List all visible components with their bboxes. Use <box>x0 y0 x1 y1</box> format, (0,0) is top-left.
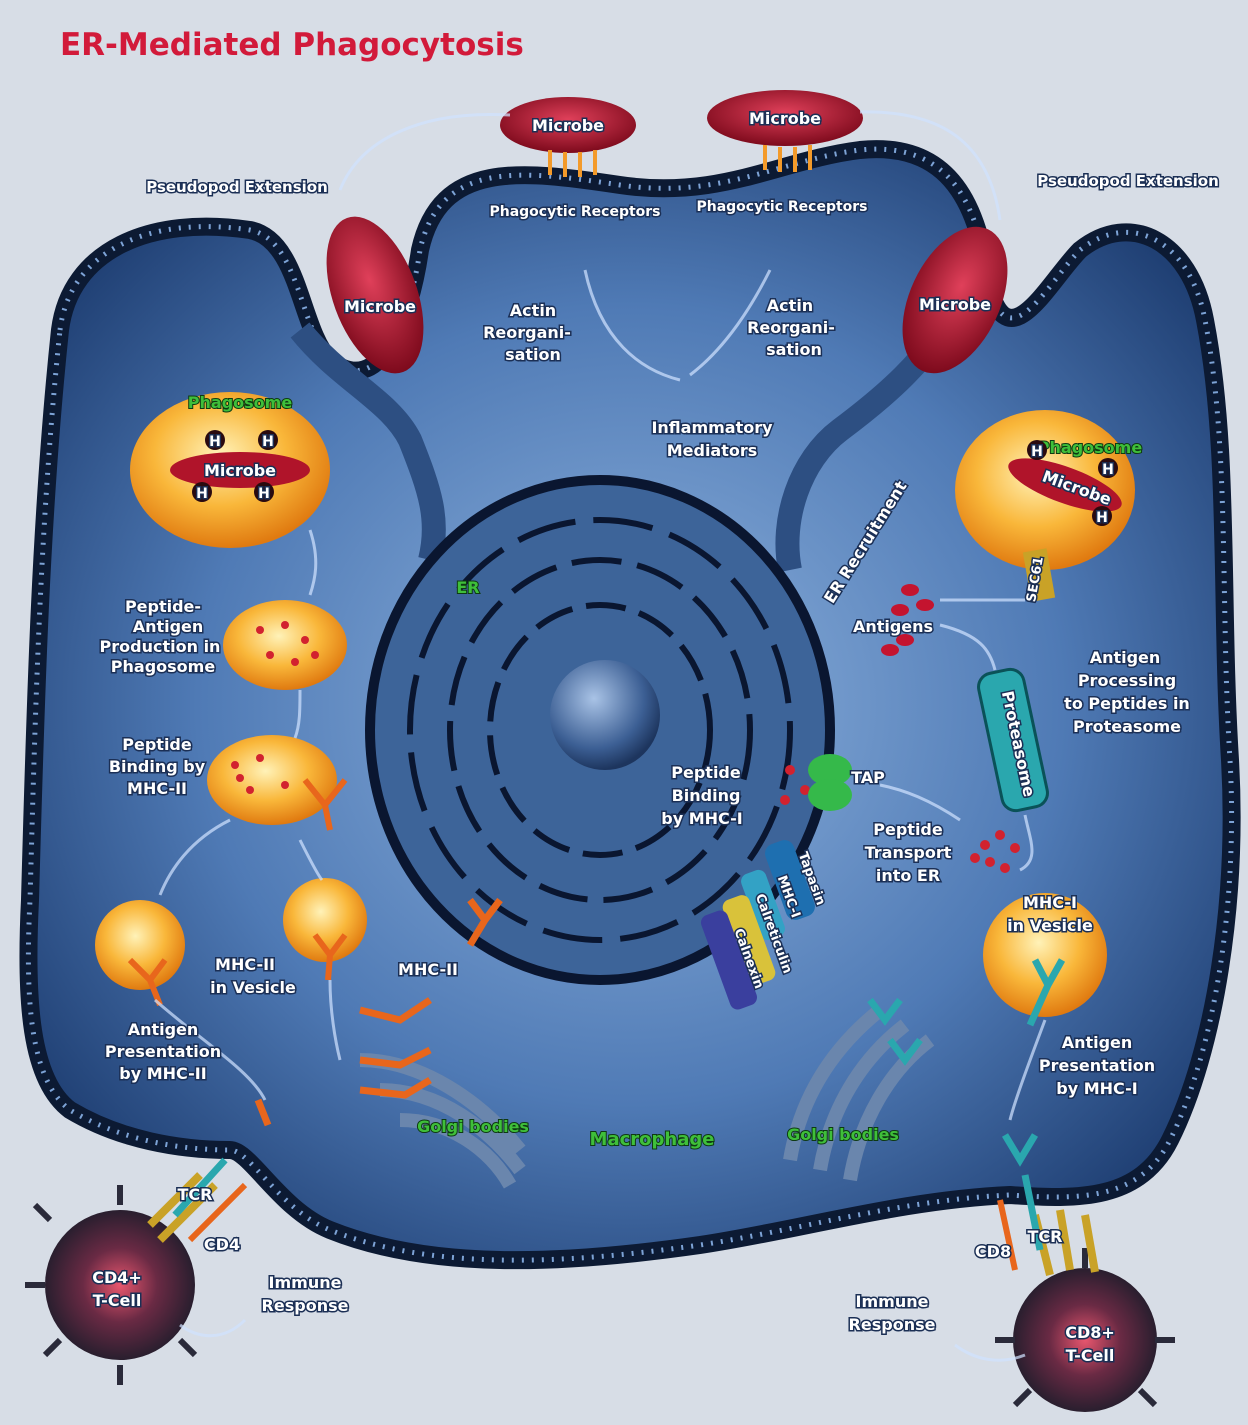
inflammatory-label-1: Inflammatory <box>651 418 773 437</box>
pseudopod-label-right: Pseudopod Extension <box>1037 172 1219 190</box>
actin-label-right-1: Actin <box>767 296 813 315</box>
antigens-label: Antigens <box>853 617 933 636</box>
peptide-binding-mhc1-label-2: Binding <box>672 786 741 805</box>
svg-text:H: H <box>1102 462 1114 478</box>
svg-text:H: H <box>1096 510 1108 526</box>
antigen-pres-mhc2-label-2: Presentation <box>105 1042 221 1061</box>
svg-text:H: H <box>258 486 270 502</box>
peptide-binding-mhc2-label-2: Binding by <box>109 757 206 776</box>
nucleus <box>550 660 660 770</box>
antigen-pres-mhc1-label-1: Antigen <box>1062 1033 1133 1052</box>
svg-text:Microbe: Microbe <box>919 295 991 314</box>
peptide-transport-label-3: into ER <box>876 866 940 885</box>
peptide-transport-label-1: Peptide <box>873 820 943 839</box>
antigen-processing-label-1: Antigen <box>1090 648 1161 667</box>
microbe-top-left: Microbe <box>500 97 636 153</box>
svg-text:Phagosome: Phagosome <box>188 393 293 412</box>
mhc2-vesicle-label-2: in Vesicle <box>210 978 296 997</box>
actin-label-left-2: Reorgani- <box>483 323 571 342</box>
diagram-title: ER-Mediated Phagocytosis <box>60 27 524 63</box>
svg-text:TAP: TAP <box>851 768 885 787</box>
microbe-top-right: Microbe <box>707 90 863 146</box>
antigen-pres-mhc1-label-3: by MHC-I <box>1056 1079 1137 1098</box>
peptide-binding-mhc2-label-3: MHC-II <box>127 779 187 798</box>
tcr-label-right: TCR <box>1028 1227 1063 1246</box>
peptide-binding-mhc2-label-1: Peptide <box>122 735 192 754</box>
peptide-transport-label-2: Transport <box>865 843 952 862</box>
mhc2-label: MHC-II <box>398 960 458 979</box>
cd4-label: CD4 <box>204 1235 240 1254</box>
mhc1-vesicle-label-2: in Vesicle <box>1007 916 1093 935</box>
svg-text:Microbe: Microbe <box>532 116 604 135</box>
svg-text:Microbe: Microbe <box>204 461 276 480</box>
golgi-label-left: Golgi bodies <box>417 1117 529 1136</box>
phagosome-left: Phagosome Microbe H H H H <box>130 392 330 548</box>
svg-text:Microbe: Microbe <box>344 297 416 316</box>
cd4-tcell-label-2: T-Cell <box>93 1291 142 1310</box>
peptide-antigen-label-2: Antigen <box>133 617 204 636</box>
er-label: ER <box>456 578 479 597</box>
antigen-pres-mhc2-label-1: Antigen <box>128 1020 199 1039</box>
peptide-binding-mhc1-label-3: by MHC-I <box>661 809 742 828</box>
peptide-antigen-label-3: Production in <box>100 637 221 656</box>
antigen-processing-label-3: to Peptides in <box>1064 694 1190 713</box>
immune-response-right-2: Response <box>849 1315 936 1334</box>
pseudopod-label-left: Pseudopod Extension <box>146 178 328 196</box>
immune-response-right-1: Immune <box>856 1292 929 1311</box>
cd8-t-cell <box>995 1175 1175 1412</box>
cd8-label: CD8 <box>975 1242 1011 1261</box>
peptide-binding-mhc1-label-1: Peptide <box>671 763 741 782</box>
mhc1-vesicle-label-1: MHC-I <box>1023 893 1077 912</box>
svg-text:Microbe: Microbe <box>749 109 821 128</box>
antigen-processing-label-2: Processing <box>1078 671 1176 690</box>
phagocytic-receptors-label-right: Phagocytic Receptors <box>696 199 867 215</box>
inflammatory-label-2: Mediators <box>667 441 758 460</box>
svg-text:Phagosome: Phagosome <box>1038 438 1143 457</box>
peptide-antigen-label-4: Phagosome <box>111 657 216 676</box>
antigen-pres-mhc1-label-2: Presentation <box>1039 1056 1155 1075</box>
svg-text:H: H <box>1031 444 1043 460</box>
cd8-tcell-label-1: CD8+ <box>1065 1323 1115 1342</box>
mhc2-vesicle-label-1: MHC-II <box>215 955 275 974</box>
macrophage-label: Macrophage <box>590 1129 715 1150</box>
svg-text:H: H <box>196 486 208 502</box>
actin-label-right-3: sation <box>766 340 822 359</box>
actin-label-left-1: Actin <box>510 301 556 320</box>
svg-text:H: H <box>209 434 221 450</box>
antigen-pres-mhc2-label-3: by MHC-II <box>119 1064 206 1083</box>
peptide-antigen-vesicle <box>223 600 347 690</box>
cd8-tcell-label-2: T-Cell <box>1066 1346 1115 1365</box>
immune-response-left-2: Response <box>262 1296 349 1315</box>
svg-text:H: H <box>262 434 274 450</box>
actin-label-left-3: sation <box>505 345 561 364</box>
tcr-label-left: TCR <box>178 1185 213 1204</box>
peptide-antigen-label-1: Peptide- <box>125 597 201 616</box>
immune-response-left-1: Immune <box>269 1273 342 1292</box>
actin-label-right-2: Reorgani- <box>747 318 835 337</box>
antigen-processing-label-4: Proteasome <box>1073 717 1181 736</box>
phagocytic-receptors-label-left: Phagocytic Receptors <box>489 204 660 220</box>
golgi-label-right: Golgi bodies <box>787 1125 899 1144</box>
cd4-tcell-label-1: CD4+ <box>92 1268 142 1287</box>
